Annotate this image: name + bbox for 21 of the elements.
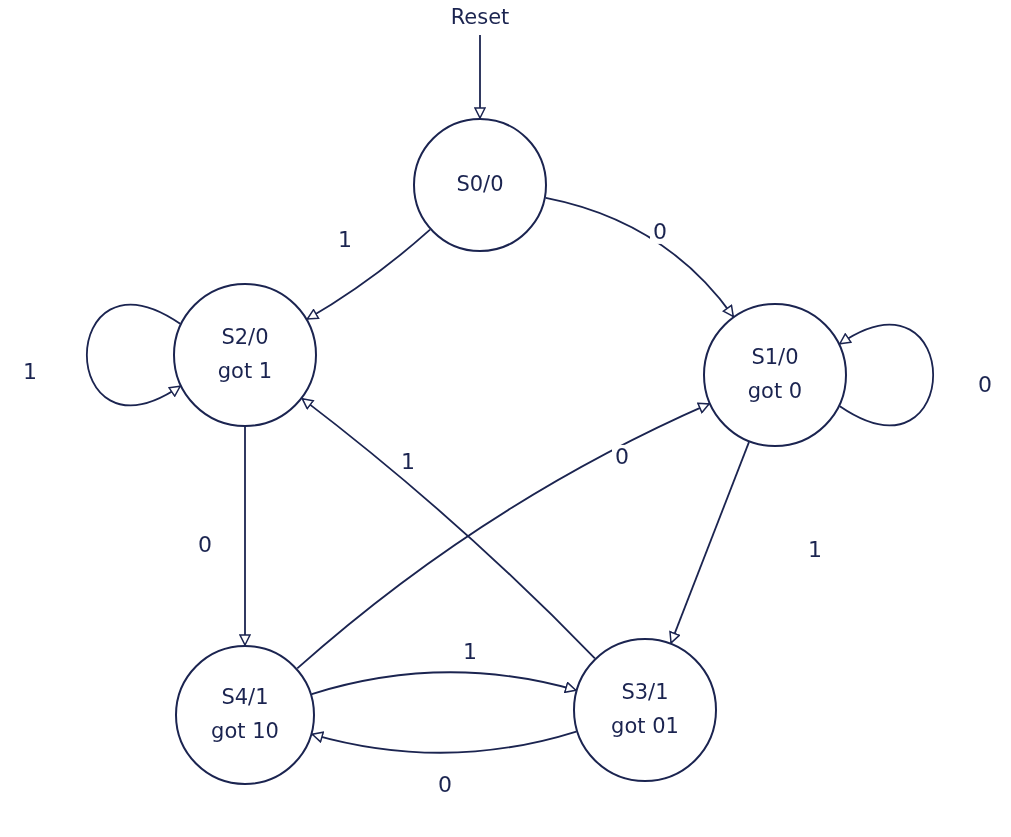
transition-arrow xyxy=(311,730,578,754)
transition-arrow xyxy=(301,397,596,660)
transition-arrow xyxy=(838,323,935,427)
state-output-label: S4/1 xyxy=(221,684,269,712)
state-output-label: S2/0 xyxy=(221,324,269,352)
transition-arrow xyxy=(296,402,710,670)
input-label: Reset xyxy=(450,4,510,32)
state-description: got 01 xyxy=(611,713,679,740)
state-output-label: S1/0 xyxy=(751,344,799,372)
transition-arrow xyxy=(306,228,431,320)
transition-arrow xyxy=(544,196,735,318)
state-output-label: S3/1 xyxy=(621,679,669,707)
state-output-label: S0/0 xyxy=(456,171,504,199)
state-description: got 0 xyxy=(747,378,803,405)
transition-arrow xyxy=(310,671,577,695)
transition-arrow xyxy=(474,34,486,119)
transition-arrow xyxy=(239,426,251,646)
transition-arrow xyxy=(669,441,750,644)
transition-arrow xyxy=(85,303,182,407)
state-description: got 1 xyxy=(217,358,273,385)
state-description: got 10 xyxy=(211,718,279,745)
